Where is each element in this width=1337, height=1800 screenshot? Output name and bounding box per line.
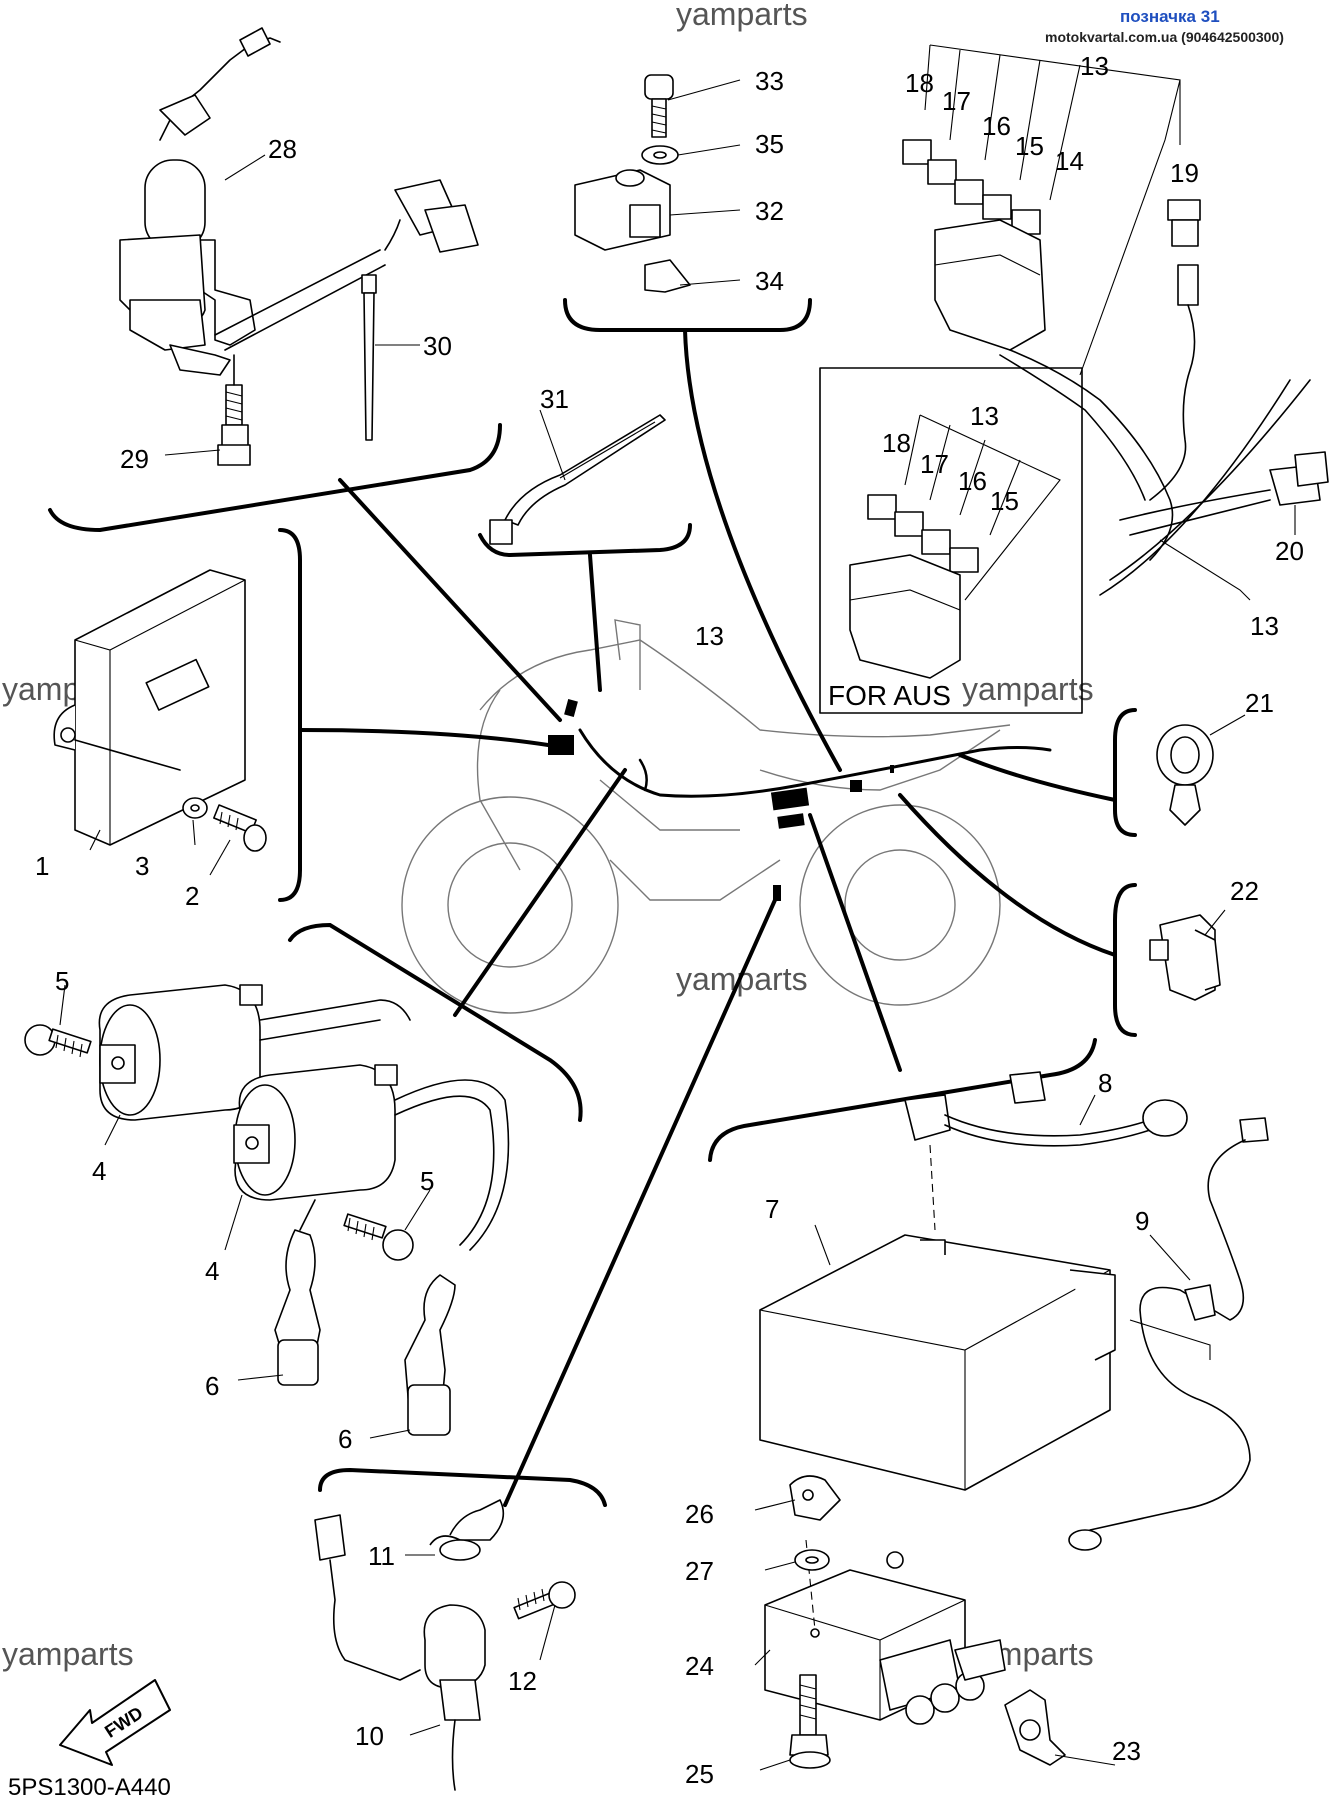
- for-aus-label: FOR AUS: [828, 680, 951, 711]
- callout-34: 34: [755, 266, 784, 296]
- callout-8: 8: [1098, 1068, 1112, 1098]
- callout-13-right: 13: [1250, 611, 1279, 641]
- callout-13-inset: 13: [970, 401, 999, 431]
- callout-21: 21: [1245, 688, 1274, 718]
- callout-19: 19: [1170, 158, 1199, 188]
- callout-12: 12: [508, 1666, 537, 1696]
- callout-numbers: 1 2 3 4 4 5 5 6 6 7 8 9 10 11 12 13 13 1…: [35, 51, 1304, 1789]
- callout-4-upper: 4: [92, 1156, 106, 1186]
- callout-31: 31: [540, 384, 569, 414]
- callout-30: 30: [423, 331, 452, 361]
- callout-23: 23: [1112, 1736, 1141, 1766]
- callout-25: 25: [685, 1759, 714, 1789]
- watermark-top: yamparts: [676, 0, 808, 32]
- callout-16-inset: 16: [958, 466, 987, 496]
- callout-18-top: 18: [905, 68, 934, 98]
- harness-markers: [548, 698, 894, 901]
- callout-28: 28: [268, 134, 297, 164]
- callout-20: 20: [1275, 536, 1304, 566]
- clip-22: [1149, 914, 1221, 1001]
- callout-leaders: [59, 79, 1296, 1771]
- sensor-cable: [489, 414, 666, 545]
- callout-7: 7: [765, 1194, 779, 1224]
- callout-15-top: 15: [1015, 131, 1044, 161]
- callout-17-top: 17: [942, 86, 971, 116]
- motorcycle-silhouette: [401, 619, 1011, 1014]
- sensor-assembly: [314, 1499, 576, 1791]
- ecu-assembly: [53, 569, 267, 852]
- callout-5-right: 5: [420, 1166, 434, 1196]
- callout-33: 33: [755, 66, 784, 96]
- callout-32: 32: [755, 196, 784, 226]
- callout-26: 26: [685, 1499, 714, 1529]
- callout-35: 35: [755, 129, 784, 159]
- fwd-arrow: FWD: [59, 1679, 171, 1766]
- callout-27: 27: [685, 1556, 714, 1586]
- callout-16-top: 16: [982, 111, 1011, 141]
- watermark-bottom-left: yamparts: [2, 1636, 134, 1672]
- for-aus-inset: FOR AUS: [819, 367, 1083, 714]
- callout-9: 9: [1135, 1206, 1149, 1236]
- callout-3: 3: [135, 851, 149, 881]
- callout-13-center: 13: [695, 621, 724, 651]
- callout-2: 2: [185, 881, 199, 911]
- watermark-right: yamparts: [962, 671, 1094, 707]
- fuse-box-assembly: [902, 44, 1329, 601]
- callout-4-lower: 4: [205, 1256, 219, 1286]
- callout-1: 1: [35, 851, 49, 881]
- callout-24: 24: [685, 1651, 714, 1681]
- main-switch-assembly: [119, 27, 479, 466]
- callout-13-top: 13: [1080, 51, 1109, 81]
- callout-14: 14: [1055, 146, 1084, 176]
- contact-label: motokvartal.com.ua (904642500300): [1045, 29, 1284, 45]
- clip-21: [1156, 724, 1214, 826]
- designation-label: позначка 31: [1120, 7, 1220, 26]
- callout-11: 11: [368, 1541, 395, 1571]
- cable-tie: [361, 274, 377, 441]
- callout-22: 22: [1230, 876, 1259, 906]
- battery-assembly: [759, 1071, 1269, 1551]
- group-leaders: [48, 298, 1137, 1507]
- callout-15-inset: 15: [990, 486, 1019, 516]
- callout-5-left: 5: [55, 966, 69, 996]
- callout-6-left: 6: [205, 1371, 219, 1401]
- relay-assembly: [574, 74, 691, 293]
- ignition-coils: [24, 984, 510, 1436]
- main-wire-harness: [578, 728, 1052, 798]
- callout-17-inset: 17: [920, 449, 949, 479]
- callout-10: 10: [355, 1721, 384, 1751]
- regulator-assembly: [764, 1475, 1066, 1769]
- callout-18-inset: 18: [882, 428, 911, 458]
- callout-29: 29: [120, 444, 149, 474]
- diagram-code: 5PS1300-A440: [8, 1774, 171, 1800]
- callout-6-right: 6: [338, 1424, 352, 1454]
